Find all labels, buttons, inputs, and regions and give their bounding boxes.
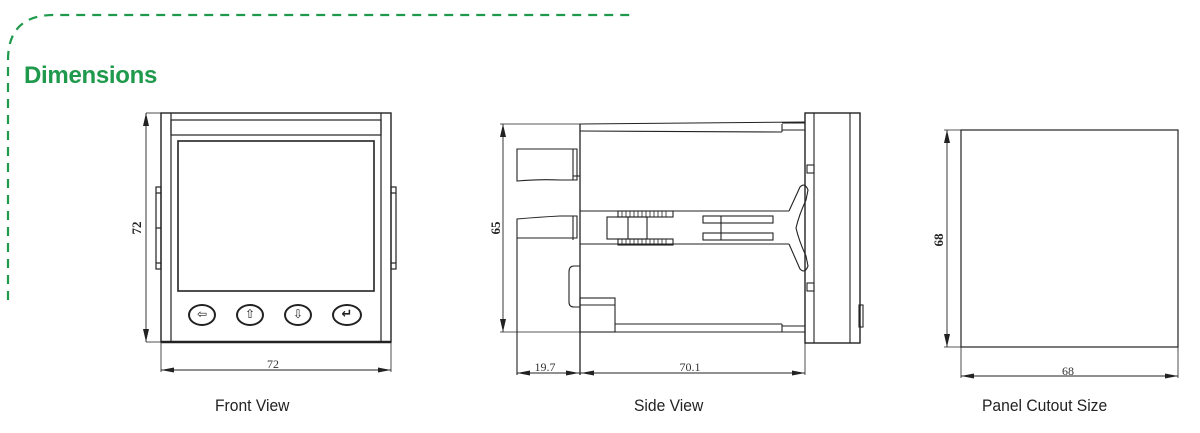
arrow-down-icon: ⇩ — [284, 304, 312, 326]
front-view-caption: Front View — [215, 396, 290, 415]
arrow-left-icon: ⇦ — [188, 304, 216, 326]
panel-cutout-caption: Panel Cutout Size — [982, 396, 1108, 415]
enter-icon: ↵ — [332, 304, 362, 326]
cutout-width-label: 68 — [1062, 364, 1074, 378]
side-view-body-depth-label: 70.1 — [680, 360, 701, 374]
side-view-height-label: 65 — [488, 221, 503, 235]
front-button-row: ⇦ ⇧ ⇩ ↵ — [188, 304, 368, 330]
side-view-terminal-depth-label: 19.7 — [535, 360, 556, 374]
side-view-caption: Side View — [634, 396, 704, 415]
cutout-height-label: 68 — [931, 233, 946, 247]
arrow-up-icon: ⇧ — [236, 304, 264, 326]
section-title: Dimensions — [24, 62, 158, 89]
